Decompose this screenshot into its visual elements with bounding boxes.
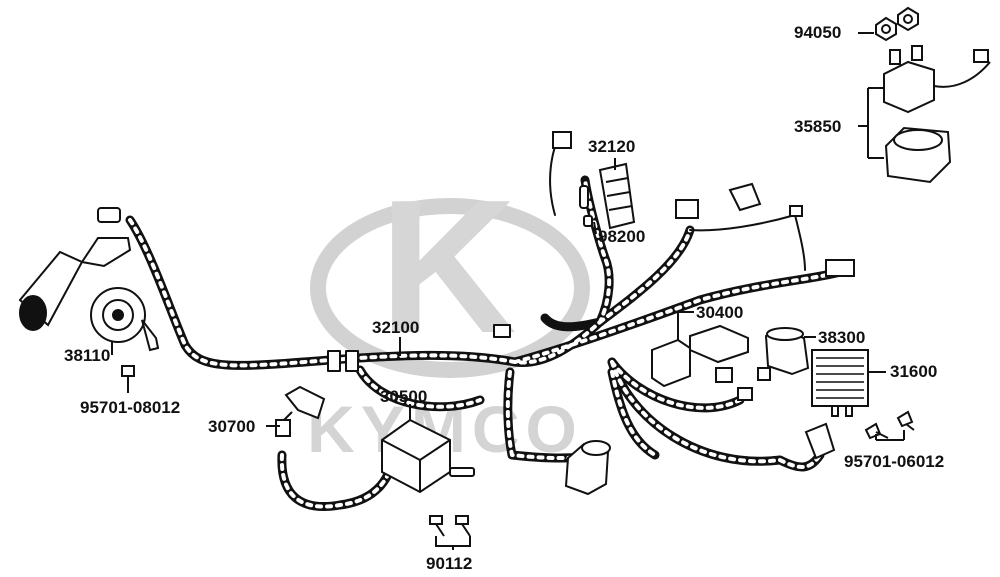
spark-plug-cap-part (275, 385, 326, 437)
label-32120: 32120 (588, 137, 635, 156)
bolt-95701-08012-part (121, 365, 135, 386)
switch-plug-part (18, 207, 132, 331)
label-32100: 32100 (372, 318, 419, 337)
relay-unit-30400-part (651, 324, 753, 401)
label-31600: 31600 (890, 362, 937, 381)
label-95701-08012: 95701-08012 (80, 398, 180, 417)
label-38300: 38300 (818, 328, 865, 347)
leader-lines (111, 32, 905, 550)
bolts-95701-06012-part (864, 410, 915, 440)
label-94050: 94050 (794, 23, 841, 42)
wire-harness (125, 134, 845, 511)
label-30700: 30700 (208, 417, 255, 436)
fuse-part (579, 185, 593, 227)
flasher-relay-part (757, 327, 810, 381)
label-98200: 98200 (598, 227, 645, 246)
label-38110: 38110 (64, 346, 110, 365)
label-35850: 35850 (794, 117, 841, 136)
label-30500: 30500 (380, 387, 427, 406)
screws-90112-part (429, 515, 471, 537)
label-30400: 30400 (696, 303, 743, 322)
connector-right-part (804, 422, 836, 460)
label-90112: 90112 (426, 554, 472, 573)
label-95701-06012: 95701-06012 (844, 452, 944, 471)
cylinder-part (564, 440, 611, 496)
kymco-watermark: K KYMCO (307, 161, 590, 466)
regulator-part (811, 349, 869, 417)
fuse-box-part (598, 162, 636, 230)
part-labels: 94050 35850 32120 98200 32100 30400 3830… (64, 23, 944, 573)
nuts-94050-part (875, 6, 919, 42)
horn-part (90, 287, 160, 352)
top-connectors-part (552, 131, 855, 277)
starter-relay-part (883, 45, 991, 184)
